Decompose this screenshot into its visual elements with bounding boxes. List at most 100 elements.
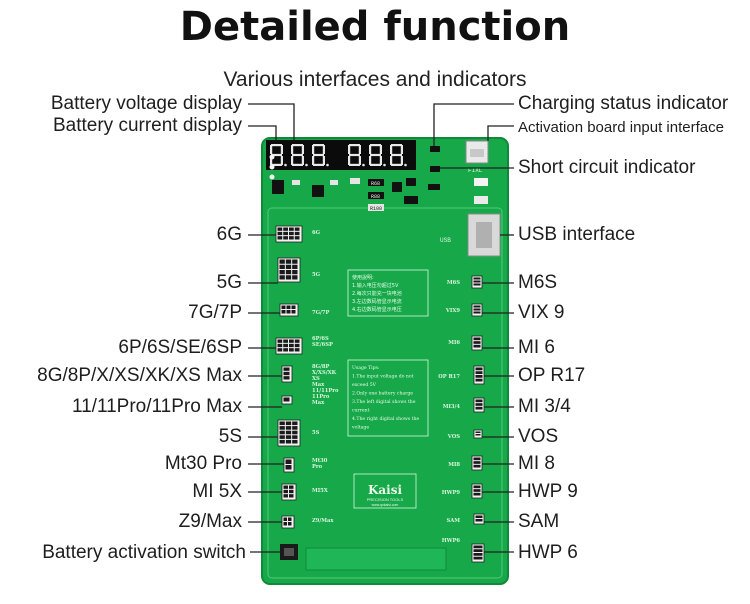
segment	[390, 145, 393, 154]
pad-pin	[475, 515, 483, 518]
pad-pin	[283, 517, 287, 521]
pad-pin	[294, 339, 300, 343]
pad-pin	[473, 485, 481, 489]
silk-label: SAM	[446, 518, 460, 524]
pad-pin	[283, 348, 288, 352]
pad-pin	[283, 343, 288, 348]
silk-label: Max	[312, 382, 325, 388]
res-label: R68	[371, 181, 380, 187]
segment	[370, 144, 381, 147]
usb-port	[467, 213, 501, 257]
ic-chip	[406, 178, 416, 186]
smd-resistor	[350, 178, 360, 184]
segment	[301, 145, 304, 154]
segment	[369, 156, 372, 165]
callout-6g: 6G	[216, 224, 242, 245]
callout-vos: VOS	[518, 426, 559, 447]
segment-dot	[326, 163, 329, 167]
silk-label: XS	[312, 376, 320, 382]
silk-label: HWP9	[442, 490, 461, 496]
pad-pin	[291, 305, 296, 309]
pad-pin	[292, 421, 298, 426]
digit-8	[369, 144, 386, 167]
pad-pin	[473, 549, 483, 552]
pad-pin	[285, 459, 292, 464]
smd-resistor	[368, 179, 384, 186]
silk-label: MI6	[448, 340, 460, 346]
segment	[322, 156, 325, 165]
pad-pin	[292, 275, 298, 280]
instruction-line: 2.每次只能充一块电池	[352, 290, 402, 297]
callout-mt30: Mt30 Pro	[164, 453, 242, 474]
digit-8	[348, 144, 365, 167]
segment	[322, 145, 325, 154]
silk-label: 7G/7P	[312, 310, 330, 316]
pad-pin	[286, 305, 291, 309]
instruction-line: Usage Tips:	[352, 365, 380, 371]
pad-pin	[285, 270, 292, 275]
pad-pin	[285, 435, 292, 439]
pad-pin	[473, 489, 481, 492]
instruction-line: 使用說明:	[352, 274, 374, 281]
segment	[280, 156, 283, 165]
display-digits	[270, 144, 407, 167]
instruction-box-en	[347, 359, 429, 437]
pad-pin	[285, 430, 292, 435]
callout-battery-voltage: Battery voltage display	[50, 93, 242, 114]
silk-label: MI5X	[312, 488, 329, 494]
callout-mi6: MI 6	[518, 337, 555, 358]
pad-pin	[292, 426, 298, 430]
callout-charging-status: Charging status indicator	[518, 93, 729, 114]
callout-line	[433, 103, 514, 146]
segment	[292, 163, 303, 166]
pad-pin	[294, 348, 300, 352]
segment	[313, 153, 324, 157]
callout-battery-current: Battery current display	[52, 115, 242, 136]
segment	[270, 156, 273, 165]
pad-pin	[473, 277, 481, 280]
pad-pin	[473, 344, 481, 348]
callout-vix9: VIX 9	[518, 302, 565, 323]
port-resistor	[474, 196, 488, 204]
segment	[358, 156, 361, 165]
pad-pin	[279, 421, 285, 426]
segment	[391, 144, 402, 147]
connector-pad	[473, 513, 485, 525]
instruction-line: 3.The left digital shows the	[352, 399, 416, 405]
charging-led	[430, 146, 440, 152]
instruction-line: 3.左边数码管显示电流	[352, 298, 402, 305]
silk-label: Mt30	[312, 458, 328, 464]
pad-pin	[279, 264, 285, 269]
silk-label: 6G	[312, 230, 321, 236]
pad-pin	[473, 305, 481, 308]
segment	[271, 144, 282, 147]
pad-pin	[473, 337, 481, 341]
pad-pin	[283, 397, 290, 402]
res-label: R100	[370, 206, 382, 212]
segment	[312, 156, 315, 165]
segment	[292, 144, 303, 147]
logo-text: Kaisi	[368, 483, 403, 497]
segment	[369, 145, 372, 154]
pad-pin	[283, 371, 290, 376]
segment	[349, 163, 360, 166]
pad-pin	[285, 275, 292, 280]
pad-pin	[292, 270, 298, 275]
pad-pin	[283, 227, 288, 231]
pad-pin	[473, 556, 483, 560]
silk-label: 5G	[312, 272, 321, 278]
pad-pin	[283, 231, 288, 236]
pad-pin	[475, 434, 481, 436]
pad-pin	[283, 236, 288, 240]
pad-pin	[281, 310, 286, 314]
pad-pin	[285, 264, 292, 269]
segment	[349, 144, 360, 147]
instruction-cn-lines: 使用說明:1.输入电压勿超过5V2.每次只能充一块电池3.左边数码管显示电流4.…	[352, 274, 402, 313]
logo-box	[353, 473, 417, 509]
segment-dot	[383, 163, 386, 167]
pad-pin	[279, 259, 285, 264]
pad-pin	[289, 339, 294, 343]
pad-pin	[289, 231, 294, 236]
silk-label: 11/11Pro	[312, 388, 339, 394]
connector-pad	[275, 225, 303, 243]
